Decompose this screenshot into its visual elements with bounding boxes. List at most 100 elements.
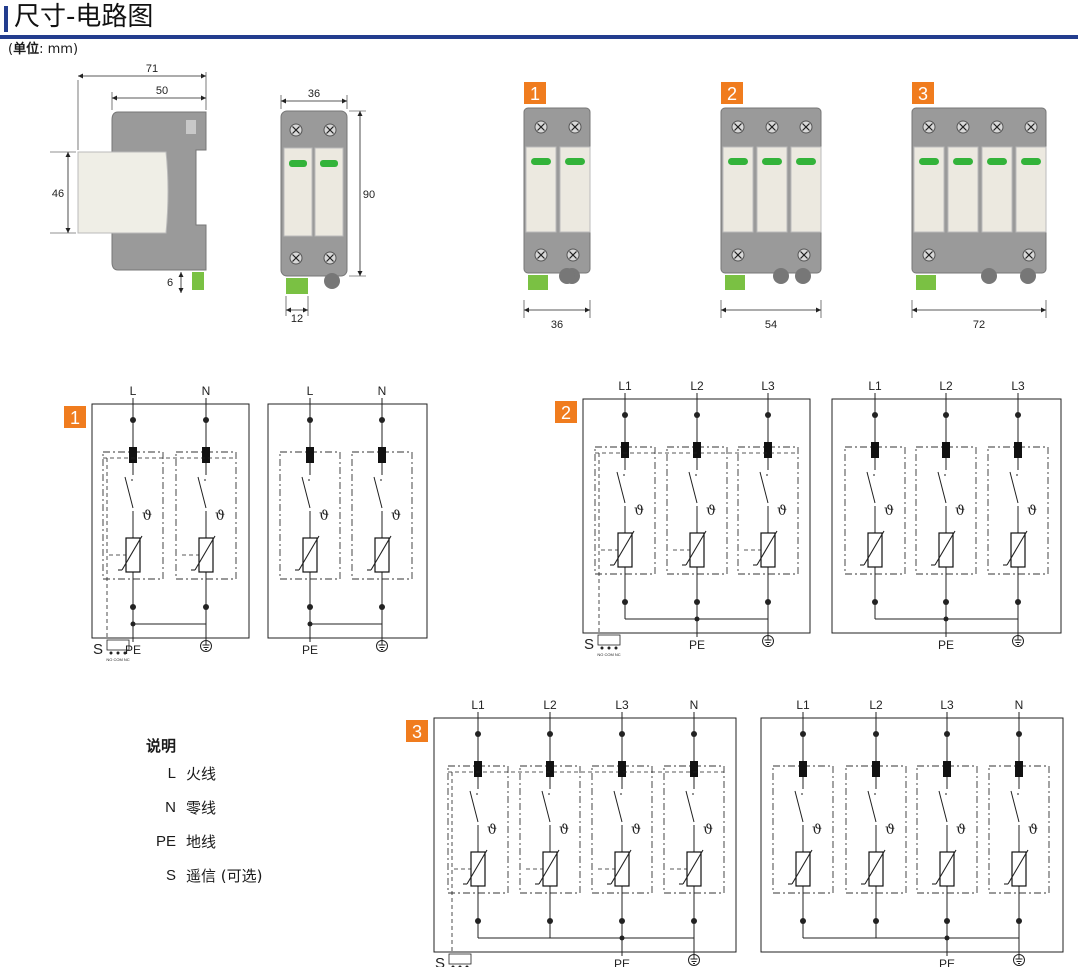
screw-slot [537, 123, 545, 131]
varistor-body [1011, 851, 1027, 887]
unit-label: 单位 [13, 42, 40, 57]
thermal-symbol: ϑ [142, 508, 152, 524]
switch-blade [1010, 790, 1020, 823]
switch-gap [800, 789, 806, 825]
circuit-badge: 3 [406, 720, 428, 742]
junction-dot [619, 935, 625, 941]
product-2-pole [720, 107, 822, 318]
terminal-dot [379, 417, 385, 423]
thermal-symbol: ϑ [631, 822, 641, 838]
switch-blade [616, 471, 626, 504]
varistor-body [939, 851, 955, 887]
terminal-dot [943, 412, 949, 418]
varistor-slash [194, 535, 216, 571]
arrow-head [303, 307, 308, 313]
legend-text: 火线 [186, 765, 217, 783]
pe-label: PE [689, 638, 705, 652]
switch-blade [197, 476, 207, 509]
arrow-head [721, 307, 726, 313]
header-rule [0, 35, 1078, 39]
pole-module: ϑ [988, 731, 1050, 924]
fuse-block [872, 761, 880, 777]
dimension-label: 72 [973, 319, 985, 331]
pe-label: PE [614, 957, 630, 967]
status-window [531, 158, 551, 165]
arrow-head [178, 288, 184, 293]
terminal-dot [307, 417, 313, 423]
dim-side-width: 71 [78, 63, 206, 79]
thermal-symbol: ϑ [885, 822, 895, 838]
fuse-block [690, 761, 698, 777]
switch-blade [867, 790, 877, 823]
badge-number: 1 [70, 408, 80, 428]
ground-icon [1012, 635, 1024, 647]
s-label: S [435, 955, 445, 967]
arrow-head [201, 73, 206, 79]
circuit-badge: 2 [555, 401, 577, 423]
fuse-block [378, 447, 386, 463]
varistor-slash [121, 535, 143, 571]
terminal-dot [619, 731, 625, 737]
pole-module: ϑ [916, 731, 978, 924]
product-terminal [916, 275, 936, 290]
pole-label: L [130, 384, 137, 398]
pole-module: ϑ [351, 417, 413, 610]
product-terminal [528, 275, 548, 290]
pole-module: ϑ [663, 731, 725, 924]
screw-slot [1025, 251, 1033, 259]
thermal-symbol: ϑ [777, 503, 787, 519]
screw-icon [534, 248, 548, 262]
status-window [762, 158, 782, 165]
junction-dot [694, 616, 700, 622]
badge-box [64, 406, 86, 428]
dimension-label: 12 [291, 313, 303, 325]
arrow-head [65, 152, 71, 157]
terminal-dot [800, 731, 806, 737]
arrow-head [281, 98, 286, 104]
pole-label: L2 [939, 379, 953, 393]
legend-code: N [165, 799, 176, 816]
dimension-label: 36 [308, 88, 320, 100]
fuse-block [621, 442, 629, 458]
pole-label: L2 [690, 379, 704, 393]
switch-gap [130, 475, 136, 511]
remote-contacts-label: NO COM NC [597, 652, 620, 657]
pole-label: L3 [761, 379, 775, 393]
fuse-block [799, 761, 807, 777]
pole-module: ϑ [737, 412, 799, 605]
junction-dot [943, 616, 949, 622]
pole-label: L3 [615, 698, 629, 712]
terminal-dot [872, 412, 878, 418]
thermal-symbol: ϑ [215, 508, 225, 524]
arrow-head [78, 73, 83, 79]
circuit-frame [433, 717, 737, 953]
terminal-dot [203, 417, 209, 423]
rail-latch [773, 268, 789, 284]
screw-icon [323, 123, 337, 137]
module-badge: 1 [524, 82, 546, 104]
dim-front-width: 36 [281, 88, 347, 104]
page-header: 尺寸-电路图 [0, 0, 1078, 40]
varistor-slash [370, 535, 392, 571]
pole-module: ϑ [519, 731, 581, 924]
switch-gap [1015, 470, 1021, 506]
switch-blade [794, 790, 804, 823]
fuse-block [693, 442, 701, 458]
switch-blade [685, 790, 695, 823]
front-terminal [286, 278, 308, 294]
varistor-slash [864, 849, 886, 885]
varistor-body [374, 537, 390, 573]
arrow-head [585, 307, 590, 313]
status-window [919, 158, 939, 165]
switch-blade [866, 471, 876, 504]
badge-box [912, 82, 934, 104]
badge-number: 2 [561, 403, 571, 423]
terminal-dot [130, 417, 136, 423]
terminal-dot [547, 731, 553, 737]
arrow-head [112, 95, 117, 101]
screw-slot [571, 123, 579, 131]
